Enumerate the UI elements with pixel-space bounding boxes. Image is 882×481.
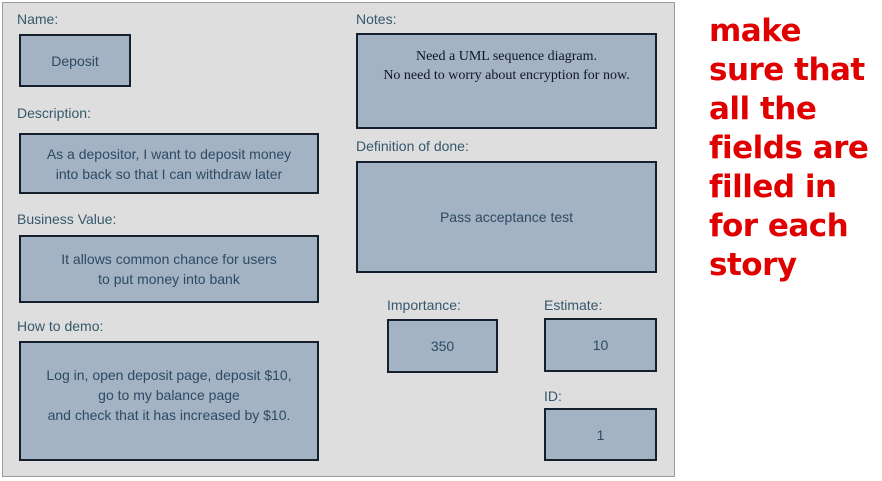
annotation-note: make sure that all the fields are filled… xyxy=(709,13,869,283)
business-value-field[interactable]: It allows common chance for users to put… xyxy=(19,235,319,303)
notes-label: Notes: xyxy=(356,11,397,27)
estimate-value: 10 xyxy=(592,337,609,353)
definition-of-done-field[interactable]: Pass acceptance test xyxy=(356,161,657,273)
name-label: Name: xyxy=(17,11,59,27)
id-label: ID: xyxy=(544,388,562,404)
how-to-demo-value: Log in, open deposit page, deposit $10, … xyxy=(46,367,292,423)
notes-field[interactable]: Need a UML sequence diagram. No need to … xyxy=(356,33,657,129)
description-field[interactable]: As a depositor, I want to deposit money … xyxy=(19,133,319,194)
id-value: 1 xyxy=(596,426,605,443)
importance-value: 350 xyxy=(430,338,455,354)
business-value-label: Business Value: xyxy=(17,211,117,227)
business-value-value: It allows common chance for users to put… xyxy=(61,251,277,287)
how-to-demo-field[interactable]: Log in, open deposit page, deposit $10, … xyxy=(19,341,319,461)
definition-of-done-value: Pass acceptance test xyxy=(439,209,574,225)
how-to-demo-label: How to demo: xyxy=(17,318,104,334)
definition-of-done-label: Definition of done: xyxy=(356,138,469,154)
user-story-card: Name: Deposit Description: As a deposito… xyxy=(2,2,675,477)
name-field[interactable]: Deposit xyxy=(19,34,131,87)
description-value: As a depositor, I want to deposit money … xyxy=(46,145,292,182)
name-value: Deposit xyxy=(51,52,99,69)
estimate-field[interactable]: 10 xyxy=(544,318,657,372)
importance-label: Importance: xyxy=(387,297,461,313)
description-label: Description: xyxy=(17,105,91,121)
importance-field[interactable]: 350 xyxy=(387,319,498,373)
id-field[interactable]: 1 xyxy=(544,408,657,461)
estimate-label: Estimate: xyxy=(544,297,603,313)
notes-value: Need a UML sequence diagram. No need to … xyxy=(383,49,630,83)
